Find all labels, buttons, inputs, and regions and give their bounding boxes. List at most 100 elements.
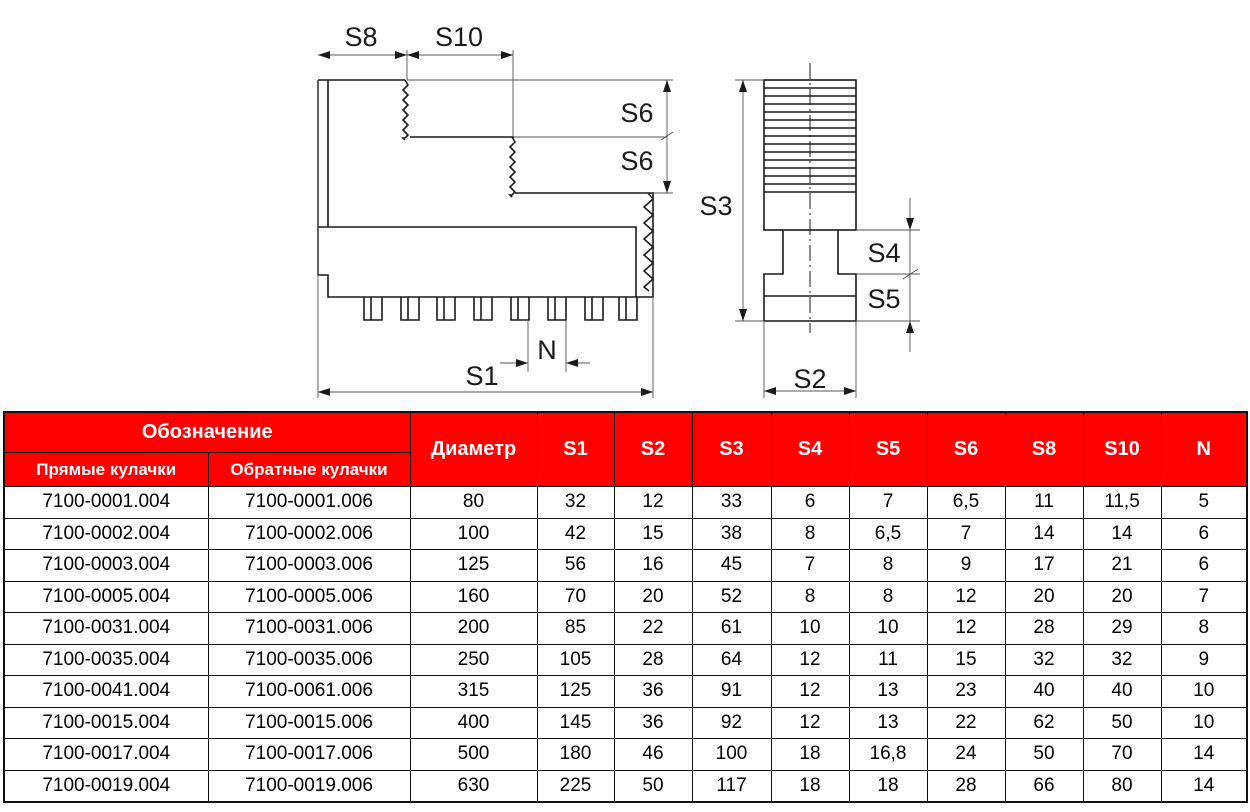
table-cell: 250 <box>409 643 538 676</box>
table-cell: 45 <box>691 549 772 582</box>
table-cell: 18 <box>770 738 850 771</box>
table-cell: 13 <box>848 706 928 739</box>
table-cell: 5 <box>1160 486 1248 519</box>
table-cell: 7100-0031.006 <box>207 612 411 645</box>
header-s6: S6 <box>926 411 1006 487</box>
table-cell: 18 <box>848 769 928 803</box>
table-cell: 225 <box>536 769 615 803</box>
table-cell: 12 <box>613 486 693 519</box>
header-диаметр: Диаметр <box>409 411 538 487</box>
table-cell: 9 <box>1160 643 1248 676</box>
table-cell: 18 <box>770 769 850 803</box>
table-cell: 52 <box>691 580 772 613</box>
table-cell: 7100-0035.006 <box>207 643 411 676</box>
table-cell: 8 <box>1160 612 1248 645</box>
header-s4: S4 <box>770 411 850 487</box>
table-cell: 7100-0002.004 <box>3 517 209 550</box>
label-s2: S2 <box>793 364 826 394</box>
table-cell: 80 <box>1082 769 1162 803</box>
table-cell: 10 <box>1160 675 1248 708</box>
table-cell: 64 <box>691 643 772 676</box>
table-cell: 7100-0003.004 <box>3 549 209 582</box>
table-cell: 91 <box>691 675 772 708</box>
table-cell: 7100-0019.004 <box>3 769 209 803</box>
table-cell: 32 <box>1082 643 1162 676</box>
table-cell: 7100-0001.006 <box>207 486 411 519</box>
tooth <box>400 297 420 321</box>
header-s10: S10 <box>1082 411 1162 487</box>
table-cell: 6 <box>1160 549 1248 582</box>
table-cell: 10 <box>770 612 850 645</box>
serration-1 <box>401 79 410 141</box>
table-cell: 100 <box>691 738 772 771</box>
side-view: S8 S10 S6 S6 N S1 <box>317 22 674 398</box>
label-s8: S8 <box>344 22 377 52</box>
table-cell: 8 <box>848 580 928 613</box>
table-cell: 23 <box>926 675 1006 708</box>
table-cell: 12 <box>770 643 850 676</box>
label-s6-upper: S6 <box>620 98 653 128</box>
table-cell: 32 <box>536 486 615 519</box>
table-cell: 6,5 <box>848 517 928 550</box>
table-cell: 7100-0061.006 <box>207 675 411 708</box>
table-cell: 40 <box>1004 675 1084 708</box>
table-cell: 7100-0002.006 <box>207 517 411 550</box>
table-cell: 28 <box>926 769 1006 803</box>
table-cell: 180 <box>536 738 615 771</box>
table-cell: 400 <box>409 706 538 739</box>
table-cell: 7100-0015.006 <box>207 706 411 739</box>
table-cell: 7100-0005.004 <box>3 580 209 613</box>
header-n: N <box>1160 411 1248 487</box>
table-cell: 7100-0035.004 <box>3 643 209 676</box>
table-cell: 12 <box>770 675 850 708</box>
table-cell: 6,5 <box>926 486 1006 519</box>
table-cell: 22 <box>613 612 693 645</box>
table-cell: 70 <box>536 580 615 613</box>
table-cell: 20 <box>1004 580 1084 613</box>
table-cell: 8 <box>770 517 850 550</box>
front-view: S3 S4 S5 S2 <box>699 63 920 398</box>
teeth <box>363 297 638 321</box>
table-cell: 7100-0031.004 <box>3 612 209 645</box>
table-cell: 7100-0003.006 <box>207 549 411 582</box>
table-cell: 12 <box>926 612 1006 645</box>
table-cell: 125 <box>536 675 615 708</box>
table-cell: 500 <box>409 738 538 771</box>
table-cell: 315 <box>409 675 538 708</box>
table-cell: 28 <box>613 643 693 676</box>
tooth <box>363 297 383 321</box>
table-cell: 15 <box>926 643 1006 676</box>
label-n: N <box>537 335 557 365</box>
label-s3: S3 <box>699 191 732 221</box>
table-cell: 11,5 <box>1082 486 1162 519</box>
header-s1: S1 <box>536 411 615 487</box>
table-cell: 28 <box>1004 612 1084 645</box>
table-cell: 36 <box>613 706 693 739</box>
tooth <box>473 297 493 321</box>
table-cell: 21 <box>1082 549 1162 582</box>
table-cell: 22 <box>926 706 1006 739</box>
table-cell: 7100-0001.004 <box>3 486 209 519</box>
table-cell: 100 <box>409 517 538 550</box>
table-cell: 9 <box>926 549 1006 582</box>
table-cell: 85 <box>536 612 615 645</box>
table-cell: 46 <box>613 738 693 771</box>
table-cell: 125 <box>409 549 538 582</box>
label-s6-lower: S6 <box>620 146 653 176</box>
table-cell: 11 <box>848 643 928 676</box>
table-cell: 17 <box>1004 549 1084 582</box>
table-cell: 8 <box>770 580 850 613</box>
table-cell: 92 <box>691 706 772 739</box>
serration-3 <box>642 192 655 292</box>
serration-2 <box>508 136 517 198</box>
table-cell: 7 <box>770 549 850 582</box>
table-cell: 12 <box>770 706 850 739</box>
table-cell: 14 <box>1160 769 1248 803</box>
table-cell: 40 <box>1082 675 1162 708</box>
